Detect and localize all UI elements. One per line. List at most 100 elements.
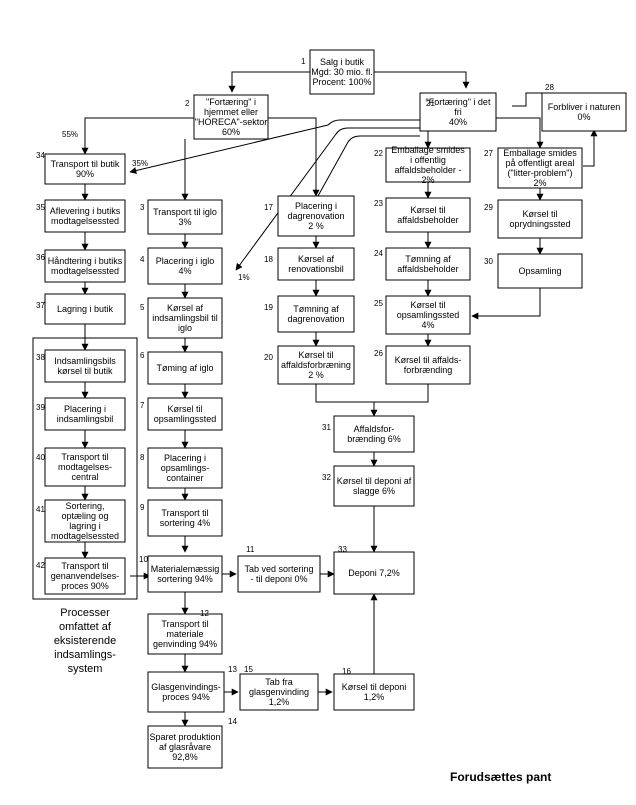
process-label-line: 1,2% <box>364 692 385 702</box>
process-number: 25 <box>374 299 383 308</box>
process-label-line: Transport til <box>61 561 108 571</box>
process-label-line: brænding 6% <box>347 434 401 444</box>
process-number: 36 <box>36 253 45 262</box>
process-label-line: - til deponi 0% <box>250 574 307 584</box>
process-number: 17 <box>264 203 273 212</box>
process-box <box>147 725 223 769</box>
process-label-line: genvinding 94% <box>153 639 217 649</box>
process-box <box>147 397 223 431</box>
process-label-line: på offentligt areal <box>506 158 575 168</box>
process-label-line: Kørsel til <box>298 350 333 360</box>
process-label-line: Tømning af <box>293 304 339 314</box>
process-box <box>277 247 355 281</box>
process-box <box>385 295 471 335</box>
process-label-line: 40% <box>449 117 467 127</box>
process-box <box>147 199 223 235</box>
process-label-line: i offentlig <box>410 155 446 165</box>
process-label-line: oprydningssted <box>509 219 570 229</box>
collection-system-caption: Processer omfattet af eksisterende indsa… <box>54 607 116 675</box>
process-number: 41 <box>36 505 45 514</box>
process-label-line: "Fortæring" i det <box>426 97 491 107</box>
process-number: 16 <box>342 667 351 676</box>
edge-21-28 <box>512 92 542 107</box>
process-label-line: "Fortæring" i <box>206 97 256 107</box>
process-number: 34 <box>36 151 45 160</box>
process-label-line: affaldsbeholder <box>397 215 458 225</box>
process-box <box>147 297 223 339</box>
process-number: 39 <box>36 403 45 412</box>
process-number: 15 <box>244 665 253 674</box>
process-label-line: Lagring i butik <box>57 304 114 314</box>
process-label-line: 4% <box>178 266 191 276</box>
process-box <box>147 671 225 713</box>
process-label-line: dagrenovation <box>287 211 344 221</box>
process-label-line: affaldsforbræning <box>281 360 351 370</box>
process-box <box>44 249 126 283</box>
process-label-line: slagge 6% <box>353 486 395 496</box>
edge-21-34 <box>129 119 420 174</box>
edge-21-27 <box>496 117 544 149</box>
process-label-line: hjemmet eller <box>204 107 258 117</box>
process-label-line: Transport til <box>61 452 108 462</box>
process-box <box>44 349 126 383</box>
process-label-line: Glasgenvindings- <box>151 682 221 692</box>
process-label-line: Kørsel til deponi af <box>337 476 412 486</box>
process-number: 32 <box>322 473 331 482</box>
process-label-line: affaldsbeholder <box>397 264 458 274</box>
process-number: 5 <box>140 303 145 312</box>
process-label-line: Håndtering i butiks <box>48 256 123 266</box>
process-node-30: Opsamling 30 <box>484 253 583 289</box>
edge-label-1: 1% <box>238 273 250 282</box>
edge-20-31 <box>315 384 378 417</box>
process-number: 28 <box>545 83 554 92</box>
process-number: 14 <box>228 717 237 726</box>
process-number: 12 <box>200 609 209 618</box>
process-label-line: "HORECA"-sektor <box>195 117 267 127</box>
process-label-line: 3% <box>178 217 191 227</box>
process-label-line: Opsamling <box>518 266 561 276</box>
process-label-line: 2% <box>533 178 546 188</box>
process-label-line: Kørsel til <box>410 205 445 215</box>
process-label-line: 92,8% <box>172 752 198 762</box>
process-label-line: indsamlingsbil <box>57 414 114 424</box>
process-label-line: Indsamlingsbils <box>54 356 116 366</box>
process-box <box>385 345 471 385</box>
caption-line: Processer <box>60 607 110 619</box>
process-label-line: sortering 94% <box>157 574 213 584</box>
process-box <box>333 465 415 507</box>
edge-2-34 <box>81 117 194 155</box>
process-number: 20 <box>264 353 273 362</box>
process-number: 38 <box>36 353 45 362</box>
edge-30-25 <box>471 288 541 320</box>
process-label-line: Kørsel til <box>167 404 202 414</box>
process-label-line: Deponi 7,2% <box>348 568 400 578</box>
process-box <box>44 199 126 233</box>
process-number: 30 <box>484 257 493 266</box>
edge-26-31 <box>374 384 429 403</box>
process-box <box>333 673 415 711</box>
caption-line: system <box>68 663 103 675</box>
process-label-line: modtagelsessted <box>51 266 119 276</box>
process-box <box>147 613 223 655</box>
process-label-line: 1,2% <box>269 697 290 707</box>
process-label-line: opsamlingssted <box>154 414 217 424</box>
edge-21-17 <box>317 135 420 197</box>
edge-label-35: 35% <box>132 159 148 168</box>
process-box <box>277 345 355 385</box>
